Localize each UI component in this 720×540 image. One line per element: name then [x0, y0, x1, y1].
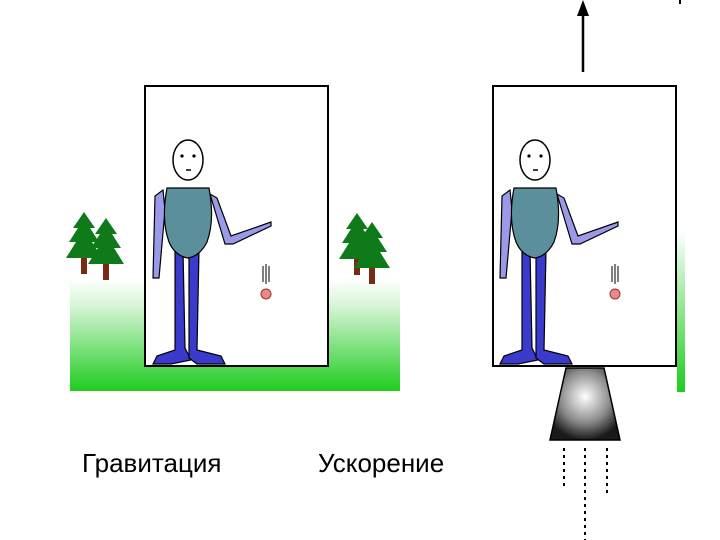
grass-strip-right	[677, 230, 685, 392]
falling-ball-icon	[260, 263, 272, 300]
rocket-engine-icon	[549, 367, 621, 540]
caption-gravity: Гравитация	[82, 448, 222, 478]
falling-ball-icon	[609, 263, 621, 300]
caption-acceleration: Ускорение	[318, 448, 445, 478]
arrow-up-icon	[577, 0, 589, 72]
